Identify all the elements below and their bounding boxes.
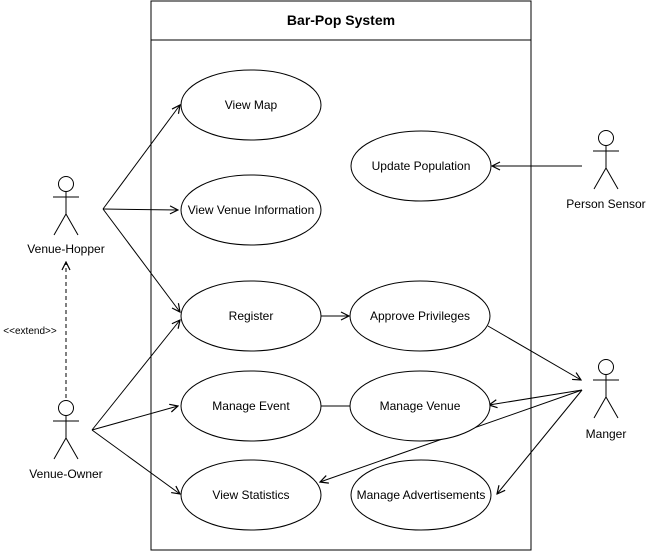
stick-figure-icon (53, 176, 79, 236)
use-case-label: Manage Venue (380, 399, 461, 413)
extend-label: <<extend>> (3, 326, 57, 337)
associations (66, 105, 583, 494)
use-case-label: View Map (225, 98, 278, 112)
assoc-hopper-view-venue-info (102, 209, 178, 210)
use-case-update-population: Update Population (350, 130, 492, 202)
assoc-manager-manage-ads (497, 389, 583, 494)
actor-label: Venue-Hopper (27, 242, 104, 256)
use-case-view-venue-information: View Venue Information (180, 174, 322, 246)
use-case-label: Register (229, 309, 274, 323)
use-case-label: View Statistics (212, 488, 289, 502)
use-case-manage-event: Manage Event (180, 370, 322, 442)
stick-figure-icon (593, 130, 619, 190)
actor-person-sensor: Person Sensor (566, 130, 646, 211)
stick-figure-icon (593, 359, 619, 419)
use-case-manage-venue: Manage Venue (349, 370, 491, 442)
use-case-label: Update Population (372, 159, 471, 173)
assoc-hopper-register (102, 208, 180, 312)
stick-figure-icon (53, 400, 79, 460)
actor-label: Person Sensor (566, 197, 645, 211)
use-case-label: View Venue Information (188, 203, 315, 217)
actor-venue-hopper: Venue-Hopper (27, 176, 105, 256)
use-case-approve-privileges: Approve Privileges (349, 280, 491, 352)
use-case-label: Approve Privileges (370, 309, 470, 323)
actor-venue-owner: Venue-Owner (29, 400, 103, 481)
actor-label: Manger (586, 427, 627, 441)
use-case-label: Manage Event (212, 399, 290, 413)
actor-label: Venue-Owner (29, 467, 102, 481)
assoc-manager-manage-venue (489, 389, 583, 405)
assoc-owner-manage-event (91, 406, 178, 431)
use-case-view-map: View Map (180, 69, 322, 141)
use-case-register: Register (180, 280, 322, 352)
use-case-view-statistics: View Statistics (180, 459, 322, 531)
assoc-owner-view-statistics (91, 429, 180, 494)
use-case-label: Manage Advertisements (357, 488, 486, 502)
use-case-manage-advertisements: Manage Advertisements (350, 459, 492, 531)
assoc-approve-manager (487, 325, 581, 380)
system-title: Bar-Pop System (287, 12, 395, 28)
assoc-owner-register (91, 320, 180, 431)
assoc-hopper-view-map (102, 105, 180, 210)
actor-manager: Manger (586, 359, 627, 441)
